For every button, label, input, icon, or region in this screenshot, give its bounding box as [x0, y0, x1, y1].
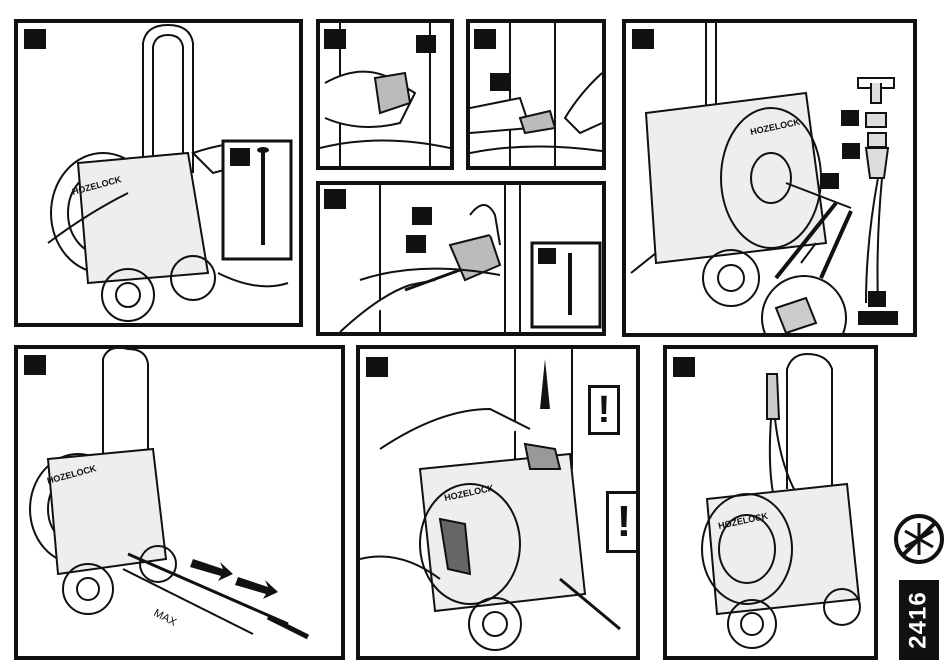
hose-reel-illustration: HOZELOCK: [18, 23, 299, 323]
panel-7-rewind-hose: HOZELOCK ! !: [356, 345, 640, 660]
panel-8-stored-reel: HOZELOCK: [663, 345, 878, 660]
panel-5-connect-tap: HOZELOCK: [622, 19, 917, 337]
hand-connector-illustration: [320, 23, 450, 166]
model-number: 2416: [905, 591, 933, 648]
warning-mark: !: [588, 385, 620, 435]
panel-1-attach-handle: HOZELOCK: [14, 19, 303, 327]
stored-reel-illustration: HOZELOCK: [667, 349, 874, 656]
panel-2-fit-connector: [316, 19, 454, 170]
pull-hose-illustration: MAX HOZELOCK: [18, 349, 341, 656]
panel-3-rotate-connector: [466, 19, 606, 170]
snowflake-crossed-icon: [893, 513, 945, 565]
hands-twist-illustration: [470, 23, 602, 166]
tap-connection-illustration: HOZELOCK: [626, 23, 913, 333]
warning-mark: !: [606, 491, 640, 553]
panel-6-pull-hose: MAX HOZELOCK: [14, 345, 345, 660]
screwdriver-illustration: [320, 185, 602, 332]
max-length-label: MAX: [152, 607, 179, 629]
panel-4-secure-with-screw: [316, 181, 606, 336]
model-number-badge: 2416: [899, 580, 939, 660]
frost-protection-icon: [893, 513, 945, 565]
